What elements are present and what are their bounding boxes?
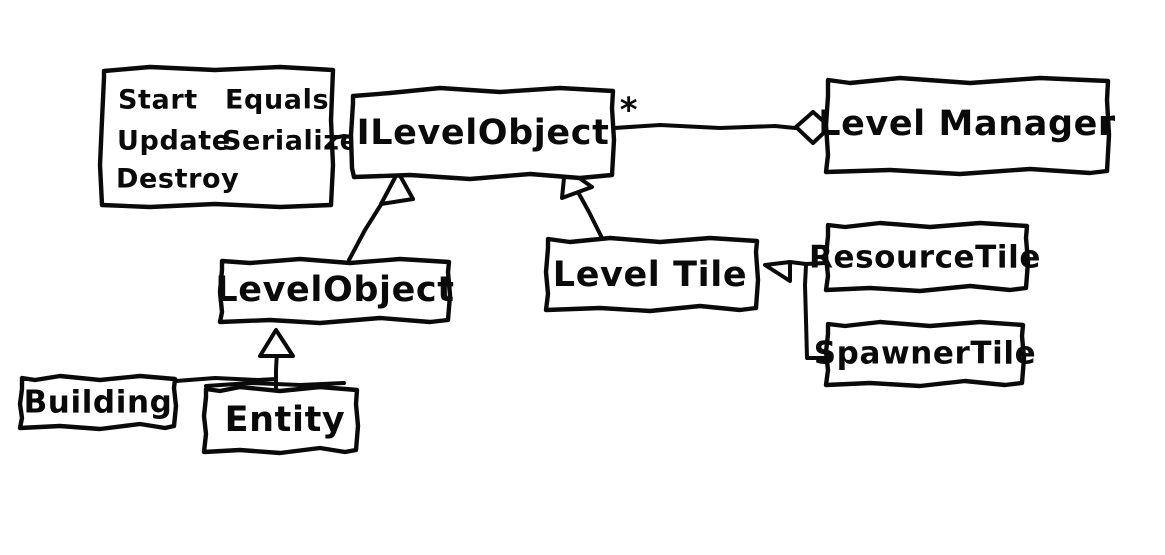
- connector-levelobject-generalization: [347, 170, 415, 262]
- class-label-entity: Entity: [225, 400, 346, 440]
- connector-resourcetile-inheritance: [763, 260, 827, 360]
- member-row-0-left: Start: [118, 85, 198, 116]
- inheritance-arrowhead-ilevelobject-left: [379, 170, 415, 206]
- member-row-1-left: Update: [117, 126, 231, 157]
- member-row-2-left: Destroy: [116, 164, 239, 195]
- class-box-resourcetile[interactable]: ResourceTile: [809, 220, 1041, 294]
- class-box-ilevelobject-members[interactable]: Start Equals Update Serialize Destroy: [97, 64, 359, 210]
- class-box-levelobject[interactable]: LevelObject: [215, 256, 454, 326]
- class-box-spawnertile[interactable]: SpawnerTile: [814, 319, 1036, 389]
- class-box-building[interactable]: Building: [17, 373, 179, 432]
- class-label-leveltile: Level Tile: [553, 255, 747, 295]
- class-label-spawnertile: SpawnerTile: [814, 336, 1036, 372]
- class-label-building: Building: [24, 385, 173, 421]
- class-box-levelmanager[interactable]: Level Manager: [818, 75, 1116, 177]
- class-box-ilevelobject[interactable]: ILevelObject: [348, 85, 617, 182]
- inheritance-arrowhead-levelobject: [258, 328, 295, 358]
- class-label-resourcetile: ResourceTile: [809, 240, 1041, 276]
- class-label-levelobject: LevelObject: [215, 270, 454, 310]
- class-label-ilevelobject: ILevelObject: [357, 113, 610, 153]
- connector-levelmanager-aggregation: [612, 110, 840, 145]
- connector-building-entity-generalization: [174, 328, 346, 394]
- multiplicity-star: *: [620, 91, 638, 131]
- class-box-entity[interactable]: Entity: [201, 384, 361, 456]
- member-row-1-right: Serialize: [222, 126, 359, 157]
- inheritance-arrowhead-leveltile: [763, 260, 792, 283]
- class-label-levelmanager: Level Manager: [818, 104, 1116, 144]
- member-row-0-right: Equals: [225, 85, 329, 116]
- class-box-leveltile[interactable]: Level Tile: [543, 235, 761, 314]
